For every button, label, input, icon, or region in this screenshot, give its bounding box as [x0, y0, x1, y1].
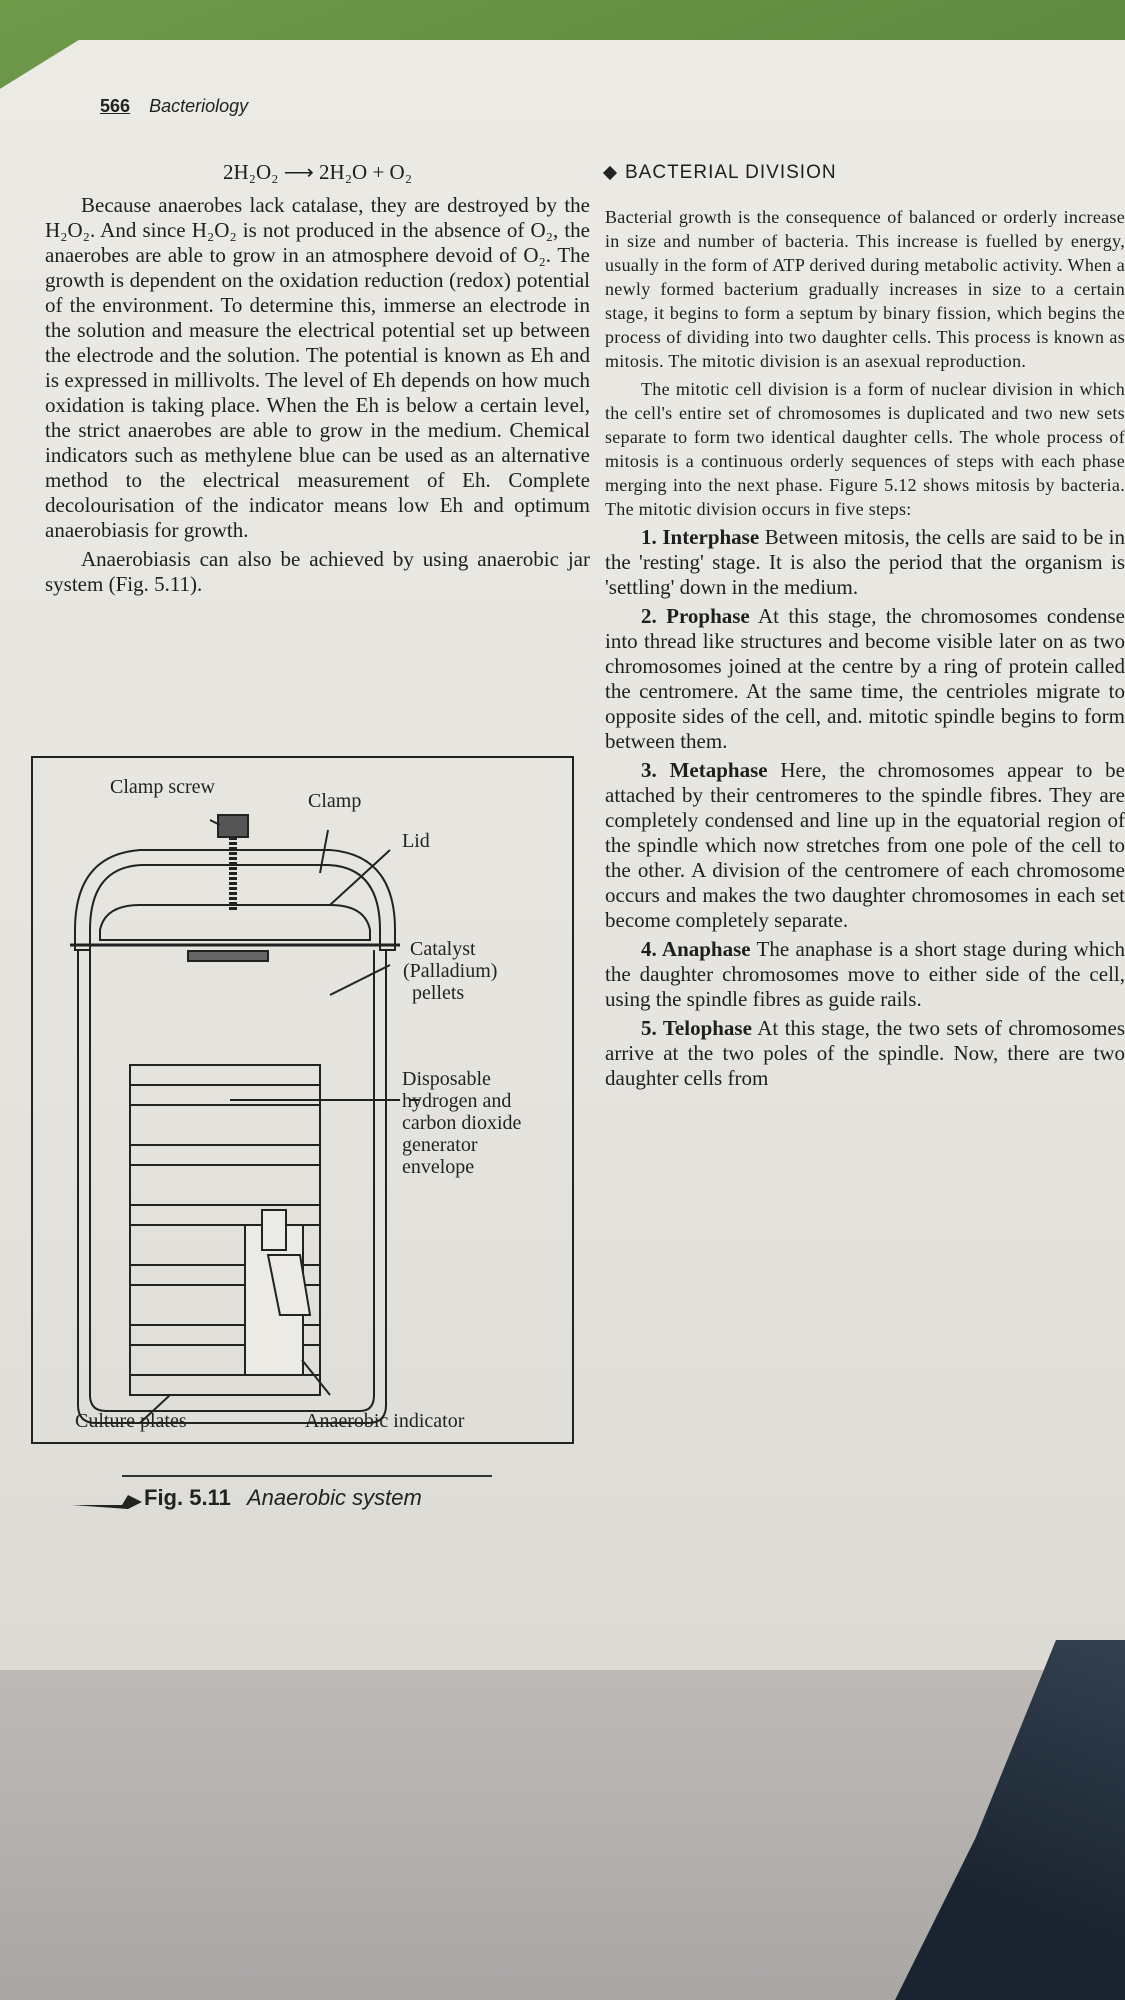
running-title: Bacteriology [149, 96, 249, 116]
label-clamp: Clamp [308, 790, 361, 812]
paragraph-bacterial-growth: Bacterial growth is the consequence of b… [605, 207, 1125, 371]
paragraph-mitosis: The mitotic cell division is a form of n… [605, 379, 1125, 519]
clamp-frame [74, 849, 396, 951]
figure-anaerobic-jar: Clamp screw Clamp Lid Catalyst (Palladiu… [30, 755, 575, 1445]
jar-lid [99, 904, 371, 941]
caption-marker [72, 1495, 142, 1509]
paragraph-catalase: Because anaerobes lack catalase, they ar… [45, 193, 590, 542]
diamond-bullet-icon [602, 165, 618, 181]
figure-number: Fig. 5.11 [144, 1485, 231, 1510]
step-prophase: 2. Prophase At this stage, the chromosom… [605, 604, 1125, 753]
label-catalyst-1: Catalyst [410, 938, 476, 960]
label-lid: Lid [402, 830, 430, 852]
label-culture-plates: Culture plates [75, 1410, 187, 1432]
page-header: 566 Bacteriology [100, 96, 248, 117]
page-number: 566 [100, 96, 131, 116]
catalyst-pellets [187, 950, 269, 962]
label-envelope-3: carbon dioxide [402, 1112, 522, 1134]
step-interphase: 1. Interphase Between mitosis, the cells… [605, 525, 1125, 599]
label-anaerobic-indicator: Anaerobic indicator [305, 1410, 465, 1432]
label-envelope-1: Disposable [402, 1068, 491, 1090]
label-envelope-5: envelope [402, 1156, 474, 1178]
anaerobic-jar-diagram: Clamp screw Clamp Lid Catalyst (Palladiu… [31, 756, 574, 1444]
step-metaphase: 3. Metaphase Here, the chromosomes appea… [605, 758, 1125, 932]
clamp-screw-head [217, 814, 249, 838]
label-clamp-screw: Clamp screw [110, 776, 216, 798]
label-catalyst-2: (Palladium) [403, 960, 497, 982]
book-page [0, 40, 1125, 1670]
clamp-leader [319, 829, 329, 874]
section-heading: BACTERIAL DIVISION [602, 160, 1125, 185]
jar-body [77, 950, 387, 1424]
step-anaphase: 4. Anaphase The anaphase is a short stag… [605, 937, 1125, 1011]
label-envelope-4: generator [402, 1134, 478, 1156]
label-catalyst-3: pellets [412, 982, 464, 1004]
figure-title: Anaerobic system [246, 1485, 422, 1510]
culture-plates-stack [129, 1064, 321, 1396]
paragraph-anaerobic-jar: Anaerobiasis can also be achieved by usi… [45, 547, 590, 596]
label-envelope-2: hydrogen and [402, 1090, 511, 1112]
left-column: 2H₂O₂ ⟶ 2H₂O + O₂ Because anaerobes lack… [45, 160, 590, 601]
equation: 2H₂O₂ ⟶ 2H₂O + O₂ [222, 160, 413, 184]
right-column: BACTERIAL DIVISION Bacterial growth is t… [602, 160, 1125, 1095]
step-telophase: 5. Telophase At this stage, the two sets… [605, 1016, 1125, 1090]
